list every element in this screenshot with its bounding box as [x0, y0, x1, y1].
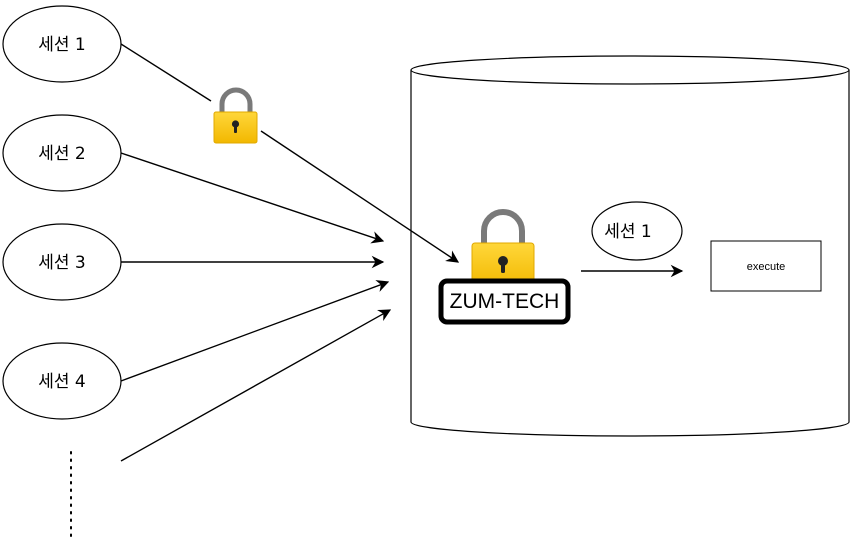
session-node-2: 세션 2	[2, 114, 122, 192]
session-label: 세션 2	[38, 144, 86, 164]
edge-lock-to-db-lock	[260, 130, 460, 263]
session-node-3: 세션 3	[2, 223, 122, 301]
edge-more-sessions-to-db	[120, 309, 392, 462]
lock-label-box: ZUM-TECH	[438, 278, 571, 325]
edge-session4-to-db	[120, 280, 390, 382]
edge-session2-to-db	[120, 152, 385, 244]
active-session-node: 세션 1	[591, 201, 683, 261]
active-session-label: 세션 1	[604, 222, 652, 242]
session-label: 세션 3	[38, 253, 86, 273]
edge-session1-to-lock	[120, 43, 212, 102]
execute-box: execute	[710, 240, 822, 292]
lock-label: ZUM-TECH	[450, 290, 560, 313]
execute-label: execute	[747, 261, 786, 273]
session-node-4: 세션 4	[2, 342, 122, 420]
session-label: 세션 1	[38, 35, 86, 55]
session-node-1: 세션 1	[2, 5, 122, 83]
session-label: 세션 4	[38, 372, 86, 392]
padlock-icon	[213, 87, 258, 144]
